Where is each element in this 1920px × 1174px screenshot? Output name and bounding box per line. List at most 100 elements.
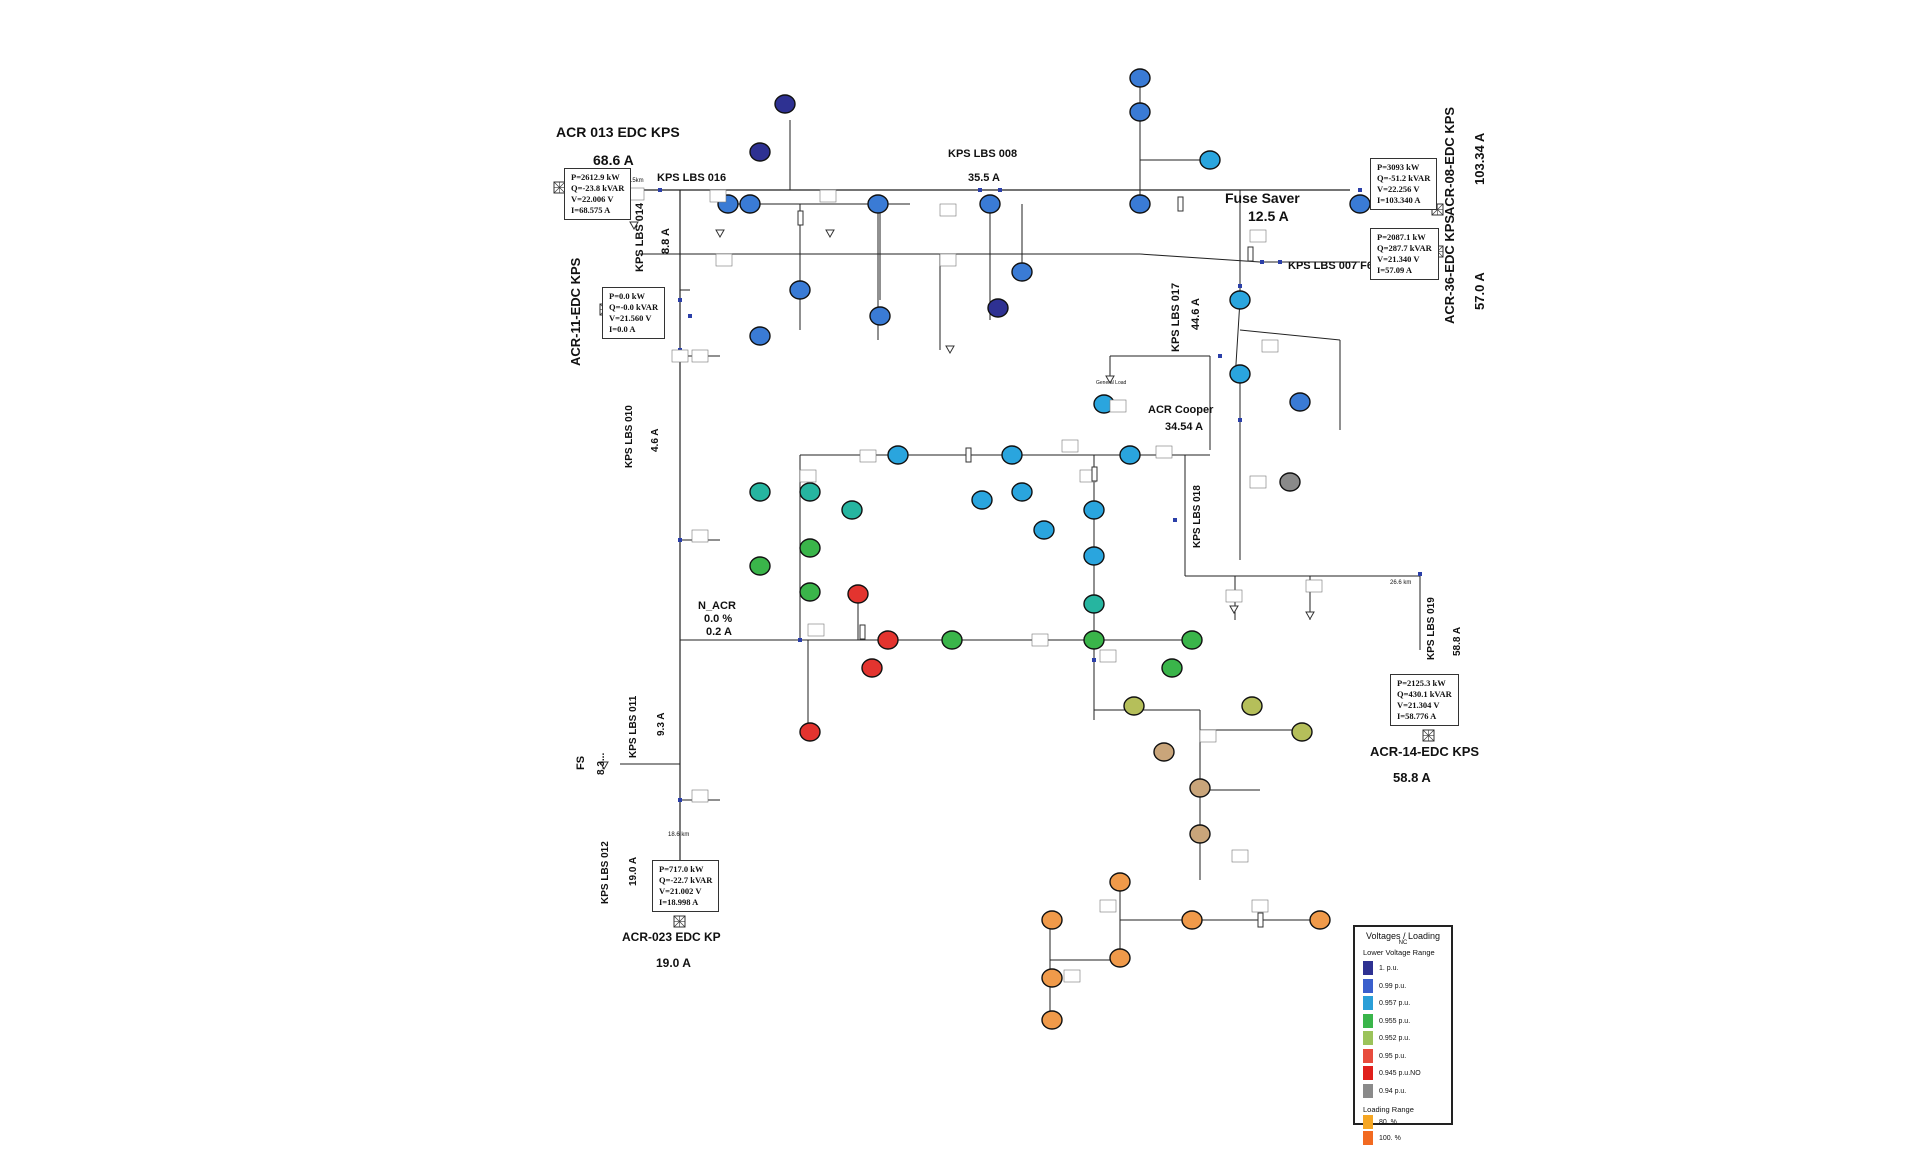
fs-label: FS [575, 755, 587, 770]
info-tag [671, 349, 689, 363]
bus-node[interactable] [1129, 68, 1151, 88]
info-tag [819, 189, 837, 203]
breaker-icon[interactable] [1260, 260, 1264, 264]
bus-node[interactable] [847, 584, 869, 604]
bus-node[interactable] [1109, 872, 1131, 892]
bus-node[interactable] [1189, 778, 1211, 798]
legend-label: 0.99 p.u. [1379, 982, 1407, 990]
bus-node[interactable] [1289, 392, 1311, 412]
bus-node[interactable] [1129, 194, 1151, 214]
bus-node[interactable] [1123, 696, 1145, 716]
legend-label: 100. % [1379, 1135, 1401, 1142]
fuse-saver-label: Fuse Saver [1225, 190, 1300, 206]
bus-node[interactable] [1011, 482, 1033, 502]
bus-node[interactable] [1109, 948, 1131, 968]
bus-node[interactable] [877, 630, 899, 650]
bus-node[interactable] [749, 142, 771, 162]
bus-node[interactable] [987, 298, 1009, 318]
switch-icon[interactable] [1177, 196, 1184, 212]
bus-node[interactable] [1181, 630, 1203, 650]
bus-node[interactable] [739, 194, 761, 214]
legend-loading-row: 80. % [1363, 1115, 1443, 1129]
bus-node[interactable] [1041, 1010, 1063, 1030]
legend-label: 0.945 p.u.NO [1379, 1070, 1421, 1077]
bus-node[interactable] [774, 94, 796, 114]
bus-node[interactable] [749, 326, 771, 346]
bus-node[interactable] [1083, 630, 1105, 650]
breaker-icon[interactable] [798, 638, 802, 642]
info-tag [691, 529, 709, 543]
breaker-icon[interactable] [688, 314, 692, 318]
breaker-icon[interactable] [1358, 188, 1362, 192]
breaker-icon[interactable] [678, 538, 682, 542]
switch-icon[interactable] [797, 210, 804, 226]
bus-node[interactable] [1033, 520, 1055, 540]
bus-node[interactable] [971, 490, 993, 510]
bus-node[interactable] [1001, 445, 1023, 465]
acr023-name: ACR-023 EDC KP [622, 930, 721, 944]
switch-icon[interactable] [965, 447, 972, 463]
breaker-icon[interactable] [678, 798, 682, 802]
bus-node[interactable] [1291, 722, 1313, 742]
bus-node[interactable] [1309, 910, 1331, 930]
measure-v: V=21.304 V [1397, 700, 1440, 710]
bus-node[interactable] [941, 630, 963, 650]
breaker-icon[interactable] [658, 188, 662, 192]
measure-q: Q=430.1 kVAR [1397, 689, 1452, 699]
bus-node[interactable] [1083, 546, 1105, 566]
bus-node[interactable] [1349, 194, 1371, 214]
bus-node[interactable] [1199, 150, 1221, 170]
bus-node[interactable] [1129, 102, 1151, 122]
breaker-icon[interactable] [1092, 658, 1096, 662]
bus-node[interactable] [1119, 445, 1141, 465]
breaker-icon[interactable] [998, 188, 1002, 192]
bus-node[interactable] [1153, 742, 1175, 762]
acr-cooper-label: ACR Cooper [1148, 404, 1214, 416]
bus-node[interactable] [1161, 658, 1183, 678]
bus-node[interactable] [1011, 262, 1033, 282]
bus-node[interactable] [1083, 500, 1105, 520]
bus-node[interactable] [1229, 290, 1251, 310]
bus-node[interactable] [867, 194, 889, 214]
bus-node[interactable] [1041, 968, 1063, 988]
bus-node[interactable] [749, 556, 771, 576]
switch-icon[interactable] [859, 624, 866, 640]
breaker-icon[interactable] [1238, 418, 1242, 422]
breaker-icon[interactable] [1238, 284, 1242, 288]
bus-node[interactable] [1241, 696, 1263, 716]
bus-node[interactable] [799, 722, 821, 742]
bus-node[interactable] [799, 582, 821, 602]
switch-icon[interactable] [1257, 912, 1264, 928]
info-tag [1231, 849, 1249, 863]
breaker-icon[interactable] [1173, 518, 1177, 522]
legend-label: 0.957 p.u. [1379, 1000, 1411, 1007]
acr023-current: 19.0 A [656, 956, 691, 970]
bus-node[interactable] [749, 482, 771, 502]
switch-icon[interactable] [1091, 466, 1098, 482]
measure-p: P=2125.3 kW [1397, 678, 1446, 688]
bus-node[interactable] [1229, 364, 1251, 384]
bus-node[interactable] [869, 306, 891, 326]
bus-node[interactable] [979, 194, 1001, 214]
bus-node[interactable] [1041, 910, 1063, 930]
bus-node[interactable] [1083, 594, 1105, 614]
bus-node[interactable] [861, 658, 883, 678]
breaker-icon[interactable] [1418, 572, 1422, 576]
bus-node[interactable] [1189, 824, 1211, 844]
bus-node[interactable] [789, 280, 811, 300]
switch-icon[interactable] [1247, 246, 1254, 262]
breaker-icon[interactable] [1218, 354, 1222, 358]
breaker-icon[interactable] [978, 188, 982, 192]
bus-node[interactable] [799, 538, 821, 558]
measure-p: P=2087.1 kW [1377, 232, 1426, 242]
bus-node[interactable] [887, 445, 909, 465]
bus-node[interactable] [841, 500, 863, 520]
bus-node[interactable] [1181, 910, 1203, 930]
breaker-icon[interactable] [1278, 260, 1282, 264]
legend-label: 1. p.u. [1379, 965, 1399, 972]
lbs017-label: KPS LBS 017 [1170, 282, 1182, 352]
bus-node[interactable] [799, 482, 821, 502]
breaker-icon[interactable] [678, 298, 682, 302]
info-tag [1099, 899, 1117, 913]
bus-node[interactable] [1279, 472, 1301, 492]
